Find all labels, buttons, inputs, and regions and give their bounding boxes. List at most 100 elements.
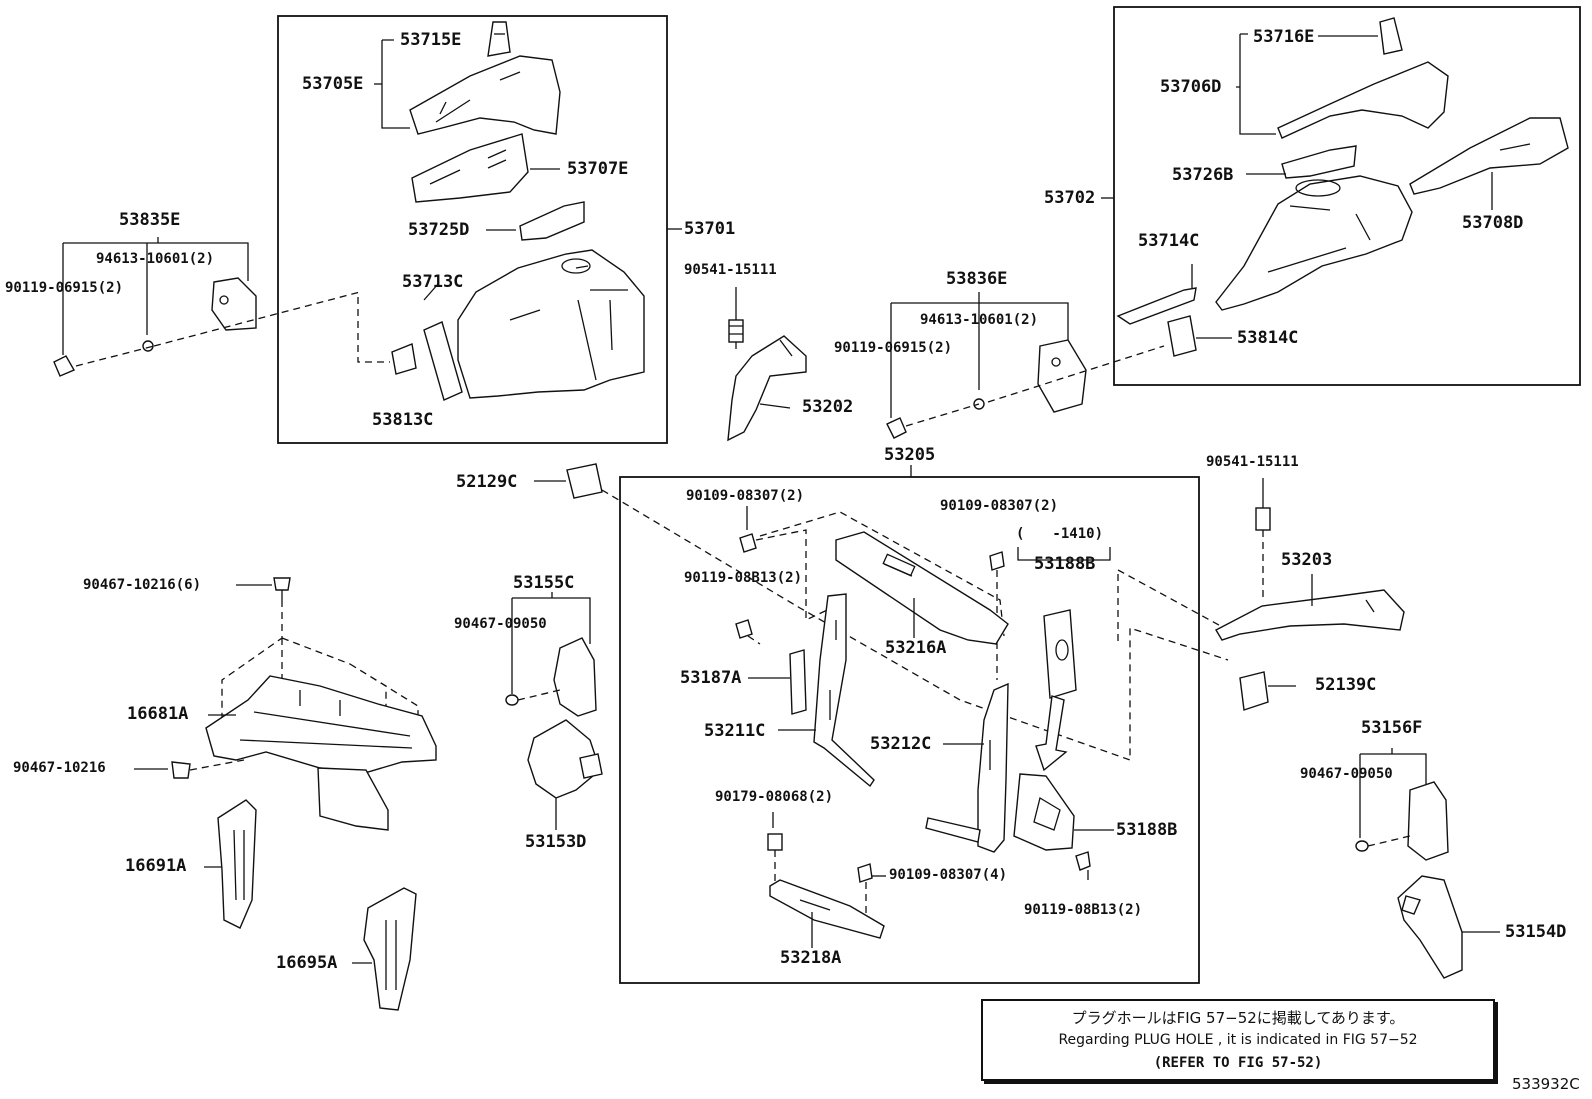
label-90541-15111-a: 90541-15111 (684, 262, 777, 278)
bolt-90109-08307-lower (857, 863, 873, 883)
label-53212C: 53212C (870, 734, 932, 754)
part-53702-apron-lower (1215, 175, 1413, 311)
part-16695A-support (363, 887, 417, 1011)
bolt-90119-06915 (53, 355, 75, 377)
plug-90467-09050-b (1355, 840, 1369, 852)
part-53708D-rail (1409, 117, 1569, 195)
note-japanese: プラグホールはFIG 57−52に掲載してあります。 (1071, 1009, 1405, 1027)
label-16691A: 16691A (125, 856, 187, 876)
part-53188B-pad-lower (1013, 773, 1075, 851)
label-53155C: 53155C (513, 573, 575, 593)
group-frame-53702 (1113, 6, 1581, 386)
label-90109-08307-a: 90109-08307(2) (686, 488, 805, 504)
label-53715E: 53715E (400, 30, 462, 50)
part-53705E-apron-upper (409, 55, 561, 135)
part-53814C-bracket (1167, 315, 1197, 357)
bolt-90119-06915-b (886, 417, 907, 439)
bolt-90119-08B13-right (1075, 851, 1091, 871)
part-53153D-duct (527, 719, 603, 799)
catalog-number: 533932C (1512, 1075, 1580, 1093)
part-53202-bracket (727, 335, 807, 442)
part-53187A-bracket (789, 649, 807, 715)
label-53188B-lower: 53188B (1116, 820, 1178, 840)
nut-90179-08068 (767, 833, 783, 851)
nut-90541-15111-left (728, 319, 744, 343)
part-53706D-apron-upper (1277, 61, 1449, 139)
bolt-90109-08307-right (989, 551, 1005, 571)
reference-note: プラグホールはFIG 57−52に掲載してあります。 Regarding PLU… (981, 999, 1495, 1081)
label-53702: 53702 (1044, 188, 1096, 208)
bolt-90109-08307-left (739, 533, 757, 553)
part-53156F-seal (1407, 781, 1449, 861)
label-53701: 53701 (684, 219, 736, 239)
label-90119-08B13-a: 90119-08B13(2) (684, 570, 803, 586)
clip-90467-10216-b (171, 761, 191, 779)
label-53813C: 53813C (372, 410, 434, 430)
label-53153D: 53153D (525, 832, 587, 852)
label-90119-06915-b: 90119-06915(2) (834, 340, 953, 356)
arrow-icon (1035, 695, 1068, 772)
label-90467-10216-a: 90467-10216(6) (83, 577, 202, 593)
clip-90467-10216 (273, 577, 291, 600)
label-90109-08307-c: 90109-08307(4) (889, 867, 1008, 883)
bolt-90119-08B13-left (735, 619, 753, 639)
part-53725D-reinforcement (519, 201, 585, 241)
part-53211C-side-support (813, 593, 875, 788)
label-90109-08307-b: 90109-08307(2) (940, 498, 1059, 514)
part-53715E-bracket (487, 21, 511, 57)
note-refer: (REFER TO FIG 57-52) (1153, 1055, 1323, 1071)
label-53218A: 53218A (780, 948, 842, 968)
label-90467-09050-a: 90467-09050 (454, 616, 547, 632)
part-53203-bracket (1215, 589, 1405, 641)
label-1410-range: ( -1410) (1016, 526, 1104, 542)
label-53203: 53203 (1281, 550, 1333, 570)
label-53707E: 53707E (567, 159, 629, 179)
plug-90467-09050 (505, 694, 519, 706)
nut-90541-15111-right (1255, 507, 1271, 531)
label-53725D: 53725D (408, 220, 470, 240)
part-52129C-bracket (566, 463, 603, 499)
part-53155C-seal (553, 637, 597, 717)
label-53706D: 53706D (1160, 77, 1222, 97)
part-53212C-side-support (925, 682, 1009, 853)
group-frame-53205 (619, 476, 1200, 984)
label-53713C: 53713C (402, 272, 464, 292)
part-53218A-lower-support (769, 879, 885, 939)
label-16695A: 16695A (276, 953, 338, 973)
part-53836E-bracket (1037, 339, 1087, 413)
part-53813C-bracket (391, 321, 463, 401)
part-53713C-apron-lower (457, 249, 645, 399)
label-90119-06915-a: 90119-06915(2) (5, 280, 124, 296)
label-53705E: 53705E (302, 74, 364, 94)
part-53714C-bracket (1116, 287, 1197, 325)
label-53714C: 53714C (1138, 231, 1200, 251)
label-52129C: 52129C (456, 472, 518, 492)
part-53726B-reinforcement (1281, 145, 1357, 179)
label-94613-10601-a: 94613-10601(2) (96, 251, 215, 267)
label-94613-10601-b: 94613-10601(2) (920, 312, 1039, 328)
label-53726B: 53726B (1172, 165, 1234, 185)
label-53205: 53205 (884, 445, 936, 465)
part-53707E-rail (411, 133, 529, 203)
part-53216A-upper-support (835, 531, 1009, 645)
label-53211C: 53211C (704, 721, 766, 741)
note-english: Regarding PLUG HOLE , it is indicated in… (1058, 1032, 1418, 1048)
label-53188B-upper: 53188B (1034, 554, 1096, 574)
label-53836E: 53836E (946, 269, 1008, 289)
part-52139C-bracket (1239, 671, 1269, 711)
label-90119-08B13-b: 90119-08B13(2) (1024, 902, 1143, 918)
label-53154D: 53154D (1505, 922, 1567, 942)
part-53188B-pad-upper (1043, 609, 1077, 699)
label-90541-15111-b: 90541-15111 (1206, 454, 1299, 470)
washer-94613-10601 (142, 340, 154, 352)
label-16681A: 16681A (127, 704, 189, 724)
part-53154D-duct (1397, 875, 1463, 979)
label-53156F: 53156F (1361, 718, 1423, 738)
label-53187A: 53187A (680, 668, 742, 688)
part-16691A-support (217, 799, 257, 929)
part-16681A-rail (205, 675, 437, 831)
label-53216A: 53216A (885, 638, 947, 658)
label-53835E: 53835E (119, 210, 181, 230)
